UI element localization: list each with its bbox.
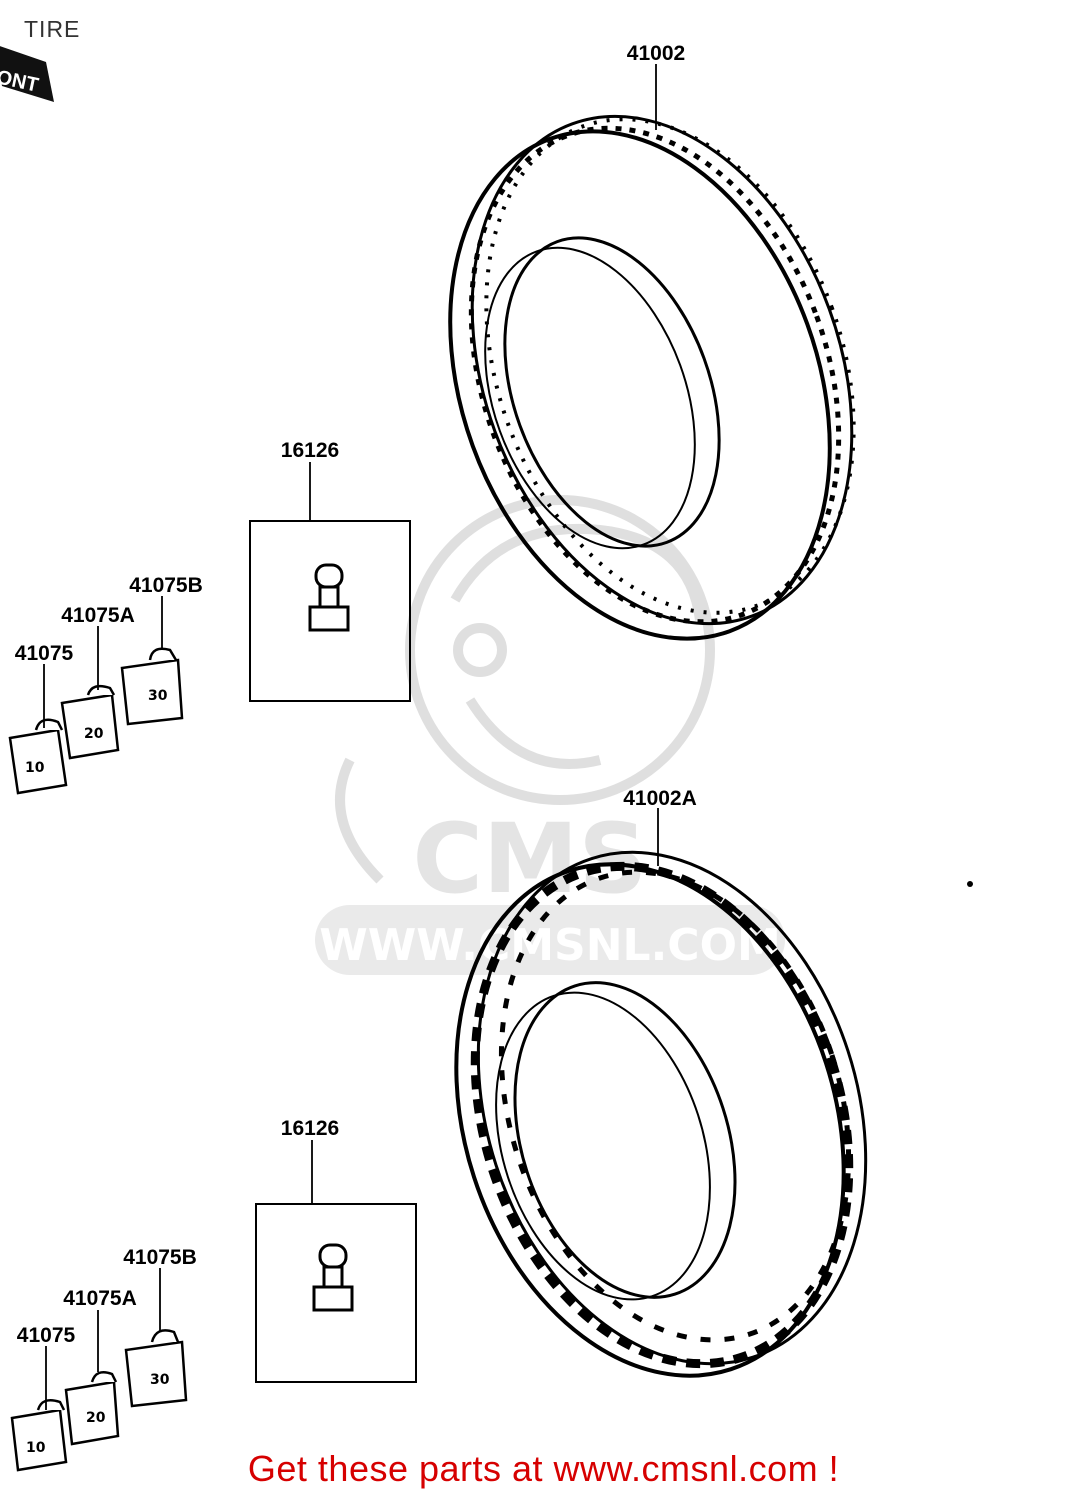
watermark: CMS WWW.CMSNL.COM — [315, 495, 785, 975]
weight-mark-10-upper: 10 — [25, 760, 45, 776]
weight-mark-20-lower: 20 — [86, 1410, 106, 1426]
callout-41075A-lower: 41075A — [63, 1287, 137, 1310]
watermark-site: WWW.CMSNL.COM — [319, 920, 781, 971]
callout-41075B-lower: 41075B — [123, 1246, 197, 1269]
callout-41075A-upper: 41075A — [61, 604, 135, 627]
watermark-brand: CMS — [412, 803, 647, 915]
valve-16126-lower — [255, 1203, 417, 1383]
tire-41002 — [448, 114, 856, 641]
weights-lower — [10, 1329, 188, 1472]
callout-41075B-upper: 41075B — [129, 574, 203, 597]
callout-16126-upper: 16126 — [281, 439, 339, 462]
leader-lines — [43, 64, 659, 1410]
weight-mark-20-upper: 20 — [84, 726, 104, 742]
callout-41075-lower: 41075 — [17, 1324, 76, 1347]
front-badge: FRONT — [0, 46, 54, 102]
callout-41075-upper: 41075 — [15, 642, 74, 665]
weights-upper — [8, 647, 184, 795]
weight-mark-10-lower: 10 — [26, 1440, 46, 1456]
weight-mark-30-lower: 30 — [150, 1372, 170, 1388]
page-title: TIRE — [24, 16, 81, 42]
tire-41002A — [454, 850, 868, 1378]
valve-16126-upper — [249, 520, 411, 702]
callout-16126-lower: 16126 — [281, 1117, 339, 1140]
callout-41002: 41002 — [627, 42, 685, 65]
stray-dot — [967, 881, 973, 887]
footer-banner[interactable]: Get these parts at www.cmsnl.com ! — [247, 1448, 840, 1489]
callout-41002A: 41002A — [623, 787, 697, 810]
weight-mark-30-upper: 30 — [148, 688, 168, 704]
